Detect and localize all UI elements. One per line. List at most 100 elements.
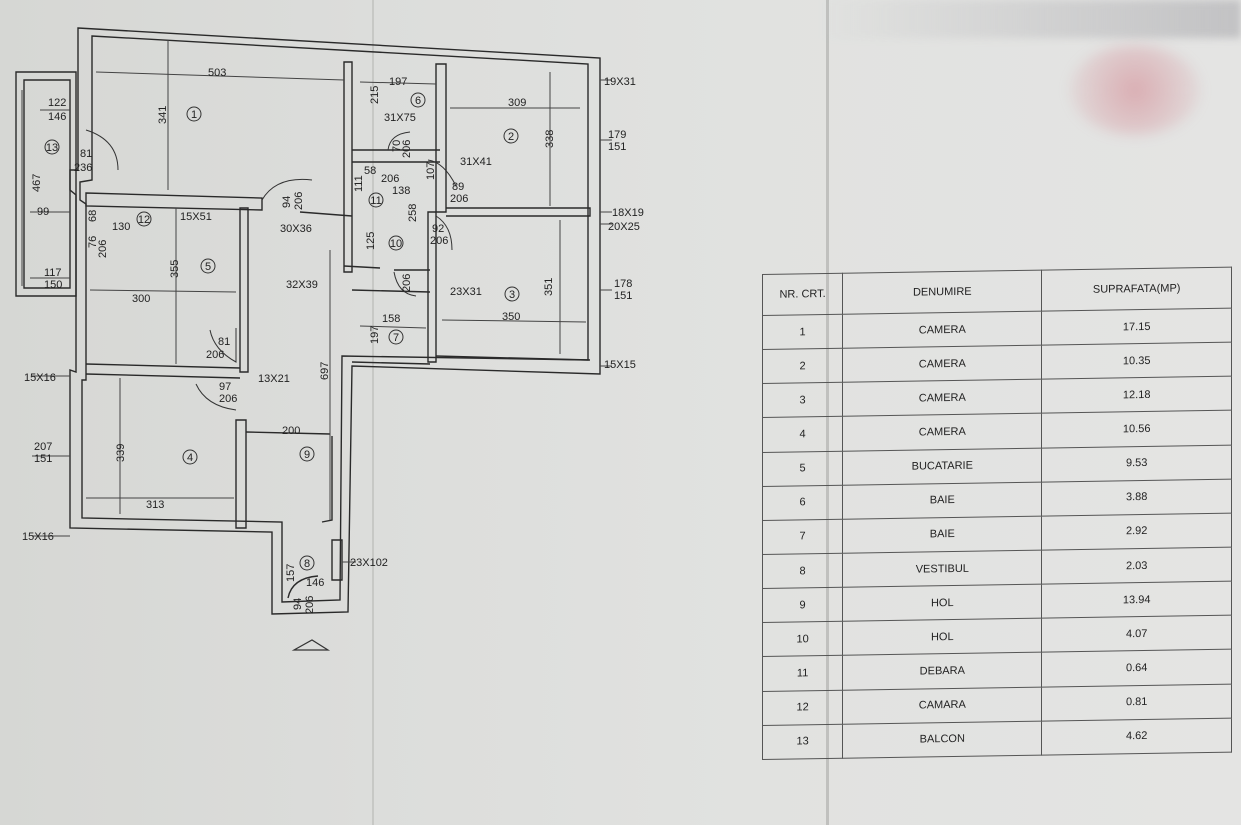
cell-area: 0.64 — [1041, 649, 1232, 687]
dim-label: 19X31 — [604, 76, 636, 88]
dim-label: 122 — [48, 97, 66, 109]
dim-label: 351 — [543, 278, 555, 296]
cell-area: 2.92 — [1041, 512, 1232, 551]
plan-dimension-lines — [21, 40, 612, 563]
dim-label: 117 — [44, 267, 62, 279]
dim-label: 99 — [37, 206, 49, 218]
cell-area: 13.94 — [1041, 581, 1232, 619]
dim-label: 178 — [614, 278, 632, 290]
dim-label: 206 — [401, 140, 413, 158]
entry-arrow-icon — [291, 639, 331, 651]
svg-text:9: 9 — [304, 449, 310, 461]
cell-area: 12.18 — [1041, 376, 1232, 414]
cell-area: 3.88 — [1041, 478, 1232, 516]
dim-label: 150 — [44, 279, 62, 291]
cell-nr: 1 — [762, 314, 843, 350]
dim-label: 107 — [425, 162, 437, 180]
dim-label: 503 — [208, 67, 226, 79]
dim-label: 300 — [132, 293, 150, 305]
dim-label: 31X41 — [460, 156, 492, 168]
dim-label: 206 — [219, 393, 237, 405]
room-marker-5: 5 — [200, 258, 216, 274]
svg-text:10: 10 — [390, 238, 402, 250]
paper-fold — [826, 0, 829, 825]
paper-fold — [372, 0, 374, 825]
dim-label: 339 — [115, 444, 127, 462]
dim-label: 207 — [34, 441, 52, 453]
cell-name: CAMERA — [842, 379, 1042, 417]
cell-area: 4.62 — [1041, 717, 1232, 756]
cell-nr: 11 — [762, 655, 843, 692]
dim-label: 206 — [293, 192, 305, 210]
cell-area: 10.56 — [1041, 410, 1232, 448]
dim-label: 76 — [87, 236, 99, 248]
dim-label: 179 — [608, 129, 626, 141]
dim-label: 146 — [306, 577, 324, 589]
dim-label: 130 — [112, 221, 130, 233]
dim-label: 206 — [97, 240, 109, 258]
room-marker-7: 7 — [388, 329, 404, 345]
dim-label: 697 — [319, 362, 331, 380]
floor-plan: 1 2 3 4 5 6 7 8 9 10 11 12 13 503 341 12… — [15, 27, 644, 651]
dim-label: 81 — [80, 148, 92, 160]
cell-name: BALCON — [842, 720, 1042, 759]
dim-label: 92 — [432, 223, 444, 235]
cell-nr: 6 — [762, 484, 843, 521]
room-marker-4: 4 — [182, 449, 198, 465]
dim-label: 350 — [502, 311, 520, 323]
svg-text:2: 2 — [508, 131, 514, 143]
cell-nr: 5 — [762, 450, 843, 487]
dim-label: 197 — [369, 326, 381, 344]
dim-label: 206 — [304, 596, 316, 614]
dim-label: 89 — [452, 181, 464, 193]
cell-nr: 8 — [762, 553, 843, 589]
room-marker-1: 1 — [186, 106, 202, 122]
cell-nr: 13 — [762, 723, 843, 760]
cell-name: VESTIBUL — [842, 550, 1042, 588]
dim-label: 206 — [430, 235, 448, 247]
dim-label: 23X31 — [450, 286, 482, 298]
svg-text:4: 4 — [187, 452, 193, 464]
dim-label: 200 — [282, 425, 300, 437]
svg-text:13: 13 — [46, 142, 58, 154]
cell-name: HOL — [842, 618, 1042, 656]
dim-label: 31X75 — [384, 112, 416, 124]
dim-label: 13X21 — [258, 373, 290, 385]
dim-label: 15X16 — [24, 372, 56, 384]
dim-label: 146 — [48, 111, 66, 123]
room-marker-12: 12 — [136, 211, 152, 227]
dim-label: 23X102 — [350, 557, 388, 569]
dim-label: 111 — [353, 175, 365, 192]
dim-label: 206 — [450, 193, 468, 205]
cell-name: CAMARA — [842, 686, 1042, 724]
svg-text:5: 5 — [205, 261, 211, 273]
svg-text:12: 12 — [138, 214, 150, 226]
svg-text:6: 6 — [415, 95, 421, 107]
cell-area: 10.35 — [1041, 342, 1232, 380]
cell-area: 2.03 — [1041, 547, 1232, 585]
cell-area: 0.81 — [1041, 683, 1232, 721]
cell-name: BUCATARIE — [842, 447, 1042, 485]
blurred-stamp — [1070, 45, 1200, 135]
door-swings — [85, 129, 457, 411]
cell-nr: 12 — [762, 689, 843, 726]
dim-label: 68 — [87, 210, 99, 222]
cell-area: 4.07 — [1041, 615, 1232, 653]
dim-label: 32X39 — [286, 279, 318, 291]
cell-nr: 3 — [762, 382, 843, 418]
cell-name: CAMERA — [842, 345, 1042, 383]
dim-label: 94 — [281, 196, 293, 208]
room-marker-2: 2 — [503, 128, 519, 144]
cell-name: BAIE — [842, 515, 1042, 554]
cell-name: CAMERA — [842, 413, 1042, 451]
dim-label: 151 — [614, 290, 632, 302]
header-area: SUPRAFATA(MP) — [1041, 267, 1232, 312]
dim-label: 157 — [285, 564, 297, 582]
dim-label: 15X51 — [180, 211, 212, 223]
dim-label: 215 — [369, 86, 381, 104]
dim-label: 341 — [157, 106, 169, 124]
svg-text:1: 1 — [191, 109, 197, 121]
